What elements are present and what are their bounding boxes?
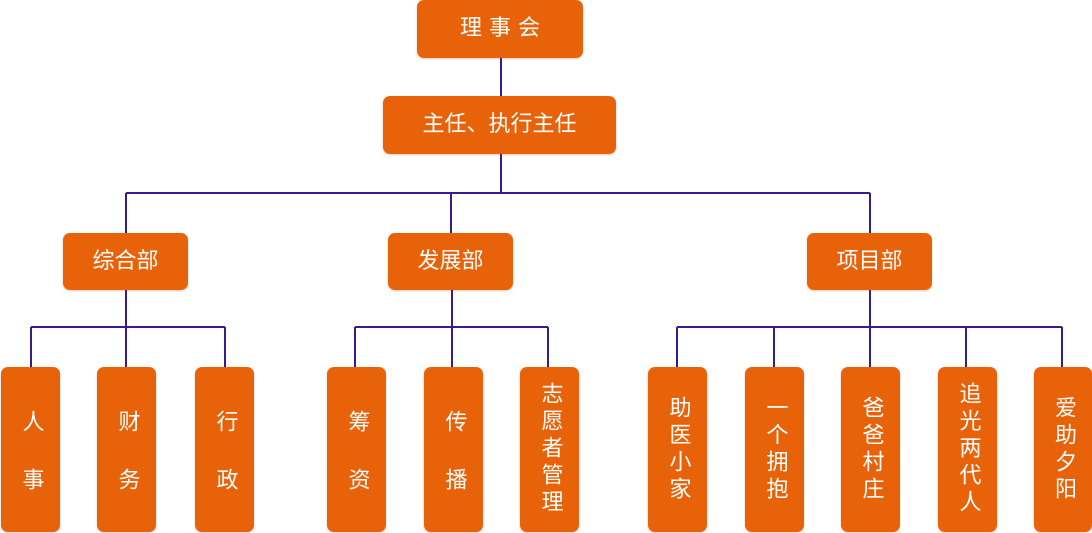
unit-volunteer-label: 志愿者管理: [537, 382, 563, 517]
unit-project-3-label: 爸爸村庄: [858, 395, 884, 504]
director-node: 主任、执行主任: [383, 96, 616, 154]
unit-finance-node: 财务: [97, 367, 156, 532]
unit-finance-label: 财务: [114, 409, 140, 526]
unit-communication-label: 传播: [441, 409, 467, 526]
unit-volunteer-node: 志愿者管理: [520, 367, 579, 532]
unit-project-1-node: 助医小家: [648, 367, 707, 532]
general-department-node: 综合部: [63, 233, 188, 290]
unit-project-3-node: 爸爸村庄: [841, 367, 900, 532]
unit-project-4-label: 追光两代人: [955, 382, 981, 517]
development-department-label: 发展部: [417, 248, 484, 274]
unit-project-2-node: 一个拥抱: [745, 367, 804, 532]
director-label: 主任、执行主任: [422, 112, 577, 137]
unit-fundraising-node: 筹资: [327, 367, 386, 532]
board-node: 理 事 会: [417, 0, 583, 58]
unit-hr-node: 人事: [1, 367, 60, 532]
general-department-label: 综合部: [92, 248, 159, 274]
unit-project-1-label: 助医小家: [665, 395, 691, 504]
unit-project-2-label: 一个拥抱: [762, 395, 788, 504]
unit-project-4-node: 追光两代人: [938, 367, 997, 532]
development-department-node: 发展部: [388, 233, 513, 290]
project-department-label: 项目部: [836, 248, 903, 274]
unit-admin-label: 行政: [212, 409, 238, 526]
unit-admin-node: 行政: [195, 367, 254, 532]
board-label: 理 事 会: [460, 16, 540, 41]
unit-project-5-node: 爱助夕阳: [1034, 367, 1092, 532]
unit-fundraising-label: 筹资: [344, 409, 370, 526]
unit-project-5-label: 爱助夕阳: [1051, 395, 1076, 504]
project-department-node: 项目部: [807, 233, 932, 290]
unit-hr-label: 人事: [18, 409, 44, 526]
unit-communication-node: 传播: [424, 367, 483, 532]
